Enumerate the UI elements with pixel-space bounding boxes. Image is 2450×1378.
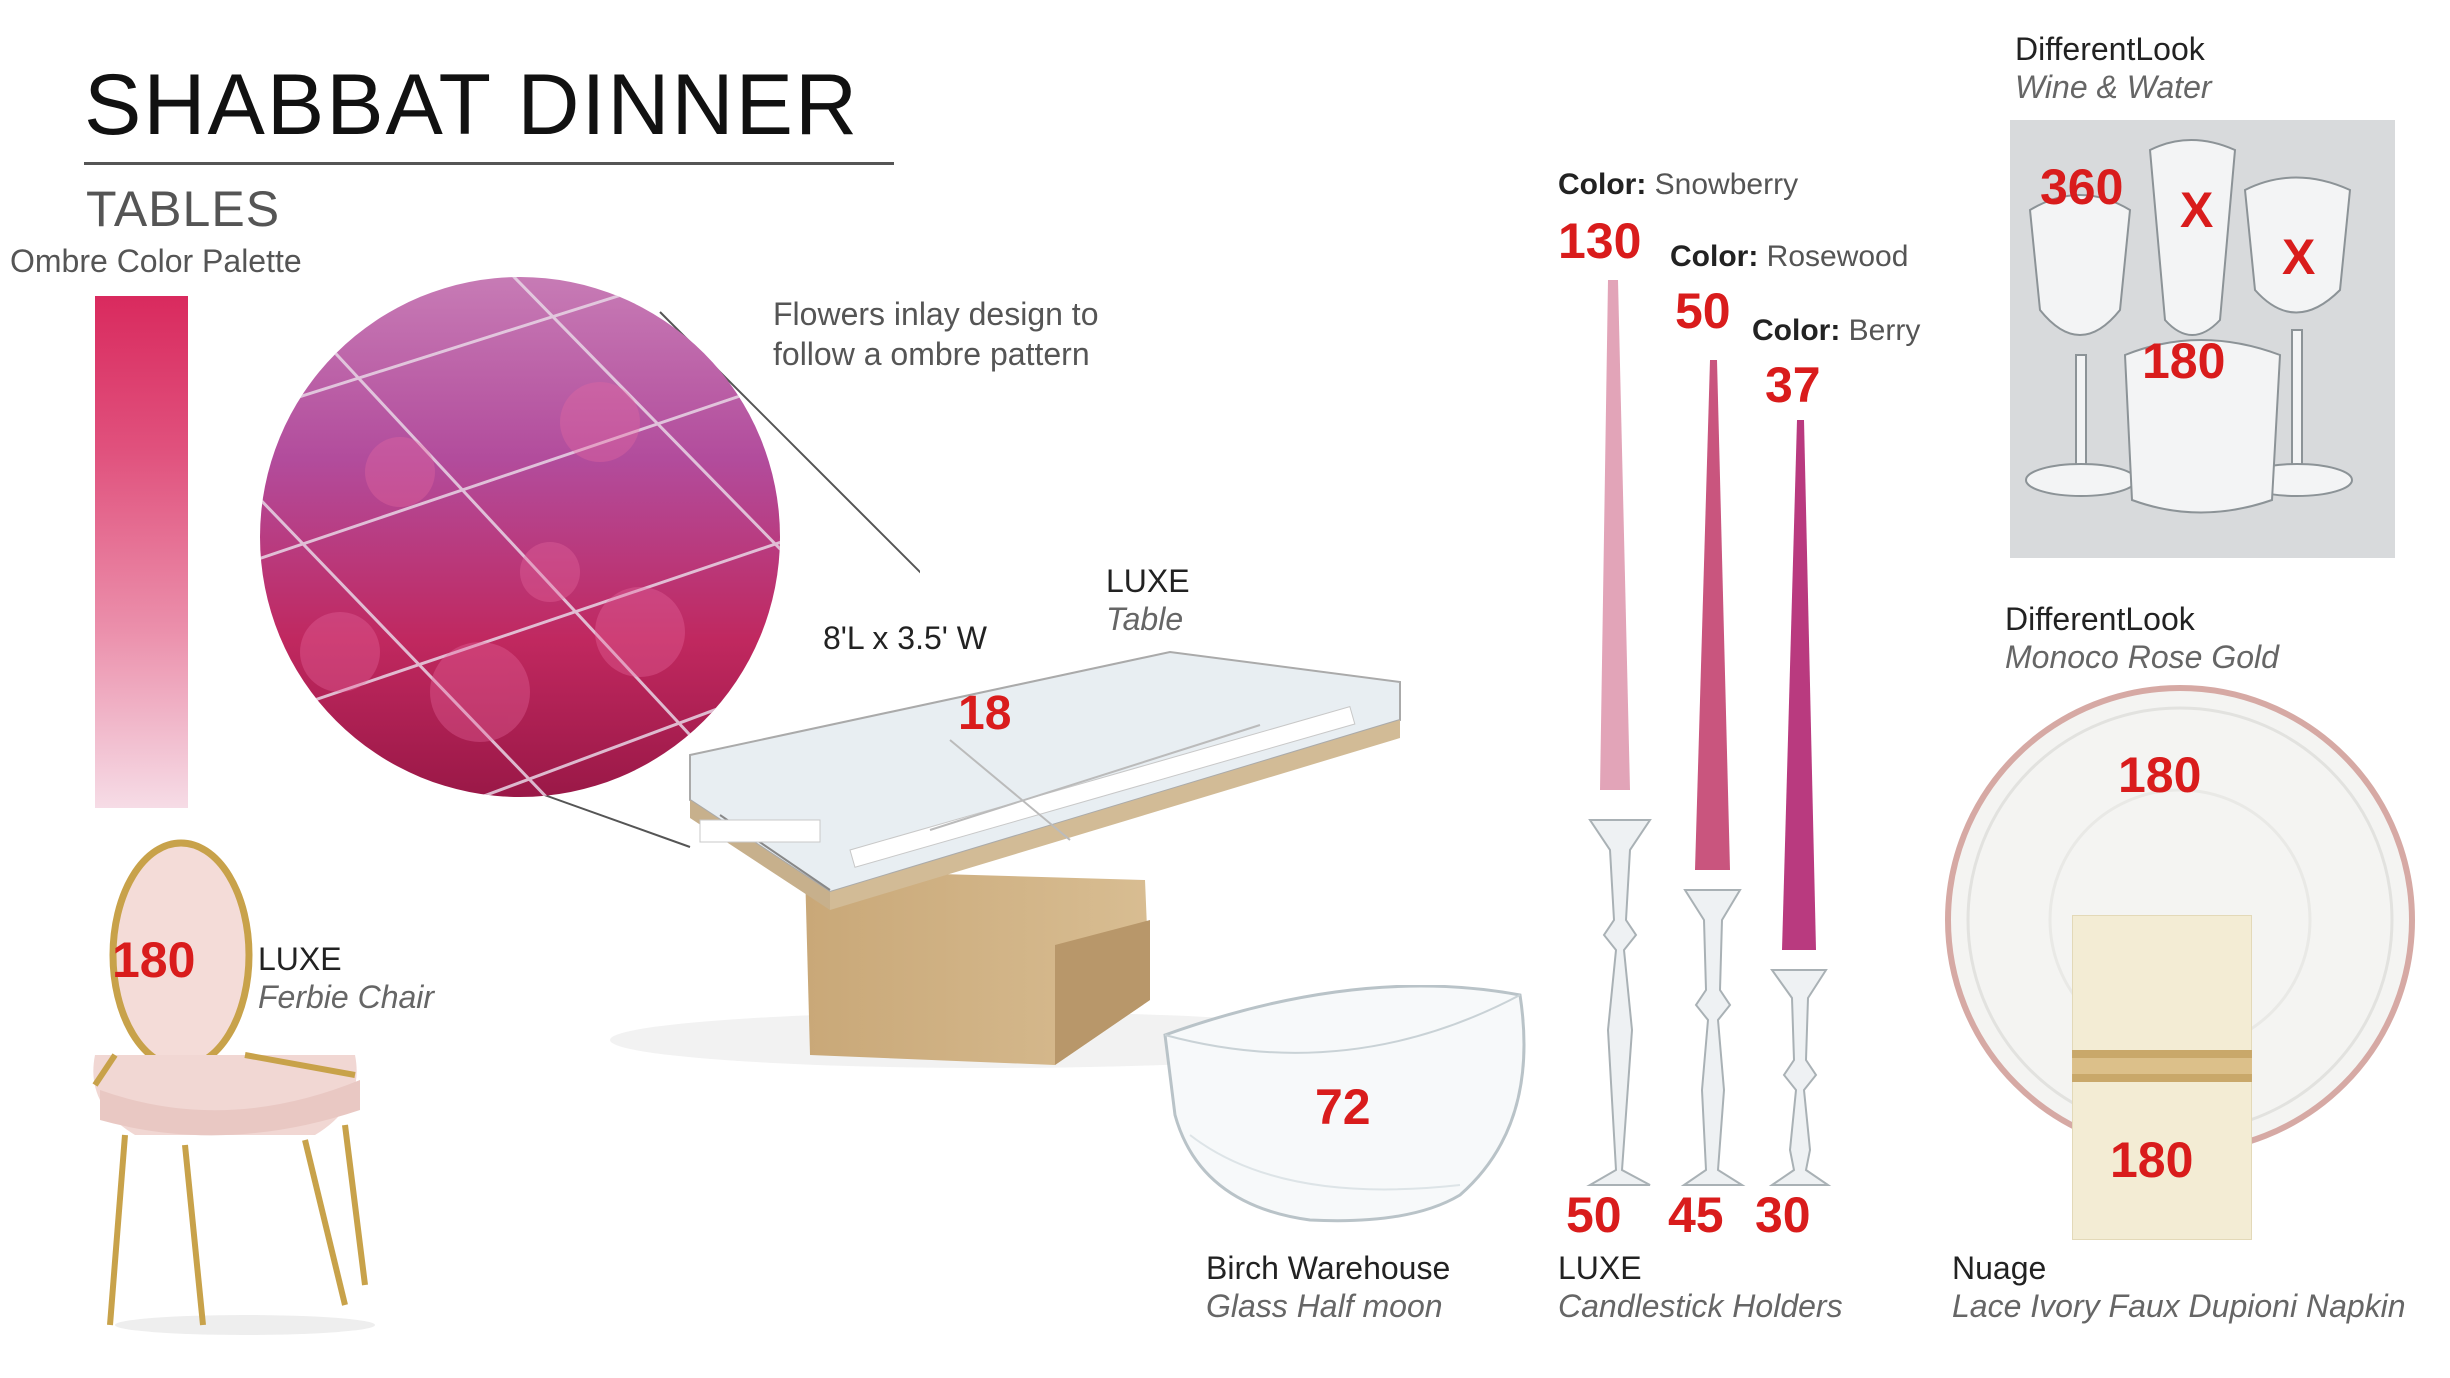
- glassware-caption: DifferentLook Wine & Water: [2015, 30, 2212, 106]
- chair-brand: LUXE: [258, 941, 342, 977]
- holder-rosewood-quantity: 45: [1668, 1187, 1724, 1243]
- flowers-note: Flowers inlay design to follow a ombre p…: [773, 294, 1098, 374]
- flowers-note-line1: Flowers inlay design to: [773, 296, 1099, 332]
- candle-color-label: Color:: [1752, 314, 1841, 347]
- glassware-brand: DifferentLook: [2015, 31, 2205, 67]
- holder-snowberry-quantity: 50: [1566, 1187, 1622, 1243]
- candle-color-name: Berry: [1848, 314, 1921, 347]
- napkin-item-name: Lace Ivory Faux Dupioni Napkin: [1952, 1288, 2406, 1324]
- crystal-glassware-image: [2010, 120, 2395, 558]
- charger-item-name: Monoco Rose Gold: [2005, 639, 2279, 675]
- table-dimensions: 8'L x 3.5' W: [823, 620, 987, 656]
- napkin-caption: Nuage Lace Ivory Faux Dupioni Napkin: [1952, 1249, 2406, 1325]
- napkin-image: [2072, 915, 2252, 1240]
- candle-color-label: Color:: [1670, 240, 1759, 273]
- title-divider: [84, 162, 894, 165]
- candle-color-rosewood: Color: Rosewood: [1670, 240, 1908, 274]
- napkin-quantity: 180: [2110, 1132, 2194, 1188]
- bowl-item-name: Glass Half moon: [1206, 1288, 1443, 1324]
- glassware-item-name: Wine & Water: [2015, 69, 2212, 105]
- ombre-palette-swatch: [95, 296, 188, 808]
- section-subtitle: TABLES: [86, 181, 281, 237]
- holder-berry-quantity: 30: [1755, 1187, 1811, 1243]
- table-quantity: 18: [958, 687, 1012, 740]
- charger-caption: DifferentLook Monoco Rose Gold: [2005, 600, 2279, 676]
- candle-color-name: Rosewood: [1766, 240, 1909, 273]
- bowl-caption: Birch Warehouse Glass Half moon: [1206, 1249, 1450, 1325]
- charger-brand: DifferentLook: [2005, 601, 2195, 637]
- candle-color-berry: Color: Berry: [1752, 314, 1920, 348]
- luxe-table-image: [610, 650, 1401, 1068]
- chair-item-name: Ferbie Chair: [258, 979, 435, 1015]
- candle-color-name: Snowberry: [1654, 168, 1799, 201]
- ferbie-chair-image: [92, 839, 375, 1335]
- table-caption: LUXE Table: [1106, 562, 1190, 638]
- table-brand: LUXE: [1106, 563, 1190, 599]
- chair-quantity: 180: [112, 932, 196, 988]
- candle-color-label: Color:: [1558, 168, 1647, 201]
- glass-half-moon-bowl-image: [1163, 985, 1526, 1223]
- taper-candles-image: [1586, 280, 1832, 1186]
- holder-item-name: Candlestick Holders: [1558, 1288, 1843, 1324]
- holder-brand: LUXE: [1558, 1250, 1642, 1286]
- candle-color-snowberry: Color: Snowberry: [1558, 168, 1798, 202]
- napkin-brand: Nuage: [1952, 1250, 2047, 1286]
- page-title: SHABBAT DINNER: [84, 57, 860, 153]
- bowl-brand: Birch Warehouse: [1206, 1250, 1451, 1286]
- chair-caption: LUXE Ferbie Chair: [258, 940, 434, 1016]
- goblet-quantity: 360: [2040, 159, 2124, 215]
- charger-quantity: 180: [2118, 747, 2202, 803]
- holder-caption: LUXE Candlestick Holders: [1558, 1249, 1843, 1325]
- wine-glass-mark: X: [2282, 229, 2316, 285]
- palette-label: Ombre Color Palette: [10, 243, 302, 279]
- candle-berry-quantity: 37: [1765, 357, 1821, 413]
- flower-inlay-closeup: [260, 277, 920, 848]
- flowers-note-line2: follow a ombre pattern: [773, 336, 1090, 372]
- flute-mark: X: [2180, 182, 2214, 238]
- candle-rosewood-quantity: 50: [1675, 283, 1731, 339]
- table-item-name: Table: [1106, 601, 1184, 637]
- tumbler-quantity: 180: [2142, 333, 2226, 389]
- bowl-quantity: 72: [1315, 1079, 1371, 1135]
- candle-snowberry-quantity: 130: [1558, 213, 1642, 269]
